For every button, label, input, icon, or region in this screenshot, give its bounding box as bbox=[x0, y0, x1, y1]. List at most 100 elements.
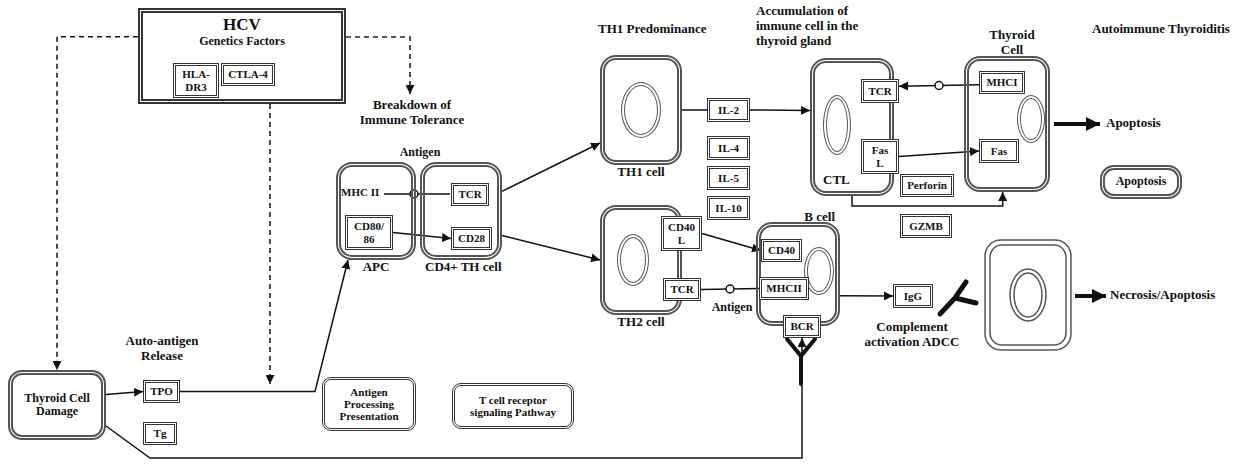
molecule-box: MHCI bbox=[979, 71, 1025, 94]
molecule-box: TCR bbox=[451, 183, 489, 206]
molecule-box: CD40 bbox=[761, 239, 802, 262]
cell-label: TH1 cell bbox=[605, 165, 677, 180]
molecule-box: CD40 L bbox=[661, 216, 702, 251]
immune-cell: B cellCD40MHCIIBCR bbox=[756, 222, 840, 326]
box-text: IL-4 bbox=[718, 142, 739, 154]
box-text: IgG bbox=[904, 290, 922, 302]
box-text: Apoptosis bbox=[1116, 175, 1167, 188]
molecule-box: TCR bbox=[663, 278, 701, 301]
cell-nucleus bbox=[1010, 269, 1046, 321]
box-text: TCR bbox=[868, 85, 891, 97]
box-text: Genetics Factors bbox=[199, 35, 285, 49]
gene-box: CTLA-4 bbox=[221, 63, 275, 86]
box-text: CD28 bbox=[458, 232, 485, 244]
box-text: T cell receptor signaling Pathway bbox=[458, 394, 568, 418]
connector-arrow bbox=[106, 392, 143, 395]
connector-arrow bbox=[180, 260, 348, 392]
box-text: Antigen Processing Presentation bbox=[328, 386, 410, 422]
box-text: CD80/ 86 bbox=[351, 220, 387, 244]
annotation-label: Antigen bbox=[394, 146, 446, 160]
box-text: Perforin bbox=[907, 179, 947, 191]
cytokine-box: IL-2 bbox=[707, 98, 750, 122]
molecule-box: BCR bbox=[783, 315, 821, 338]
molecule-box: GZMB bbox=[900, 214, 952, 238]
box-text: MHCI bbox=[986, 76, 1017, 88]
antigen-box: Tg bbox=[143, 422, 177, 445]
antibody-symbol bbox=[940, 282, 976, 314]
antigen-circle bbox=[726, 285, 734, 293]
connector-arrow bbox=[502, 236, 600, 261]
molecule-box: CD80/ 86 bbox=[345, 215, 393, 250]
box-text: TCR bbox=[670, 283, 693, 295]
box-text: HLA-DR3 bbox=[179, 68, 213, 92]
box-text: IL-2 bbox=[718, 104, 739, 116]
annotation-label: Complement activation ADCC bbox=[852, 320, 972, 350]
antibody-symbol bbox=[787, 339, 815, 384]
connector-arrow bbox=[750, 109, 810, 111]
molecule-box: Fas L bbox=[861, 139, 899, 174]
antigen-circle bbox=[935, 82, 943, 90]
gene-box: HLA-DR3 bbox=[173, 63, 219, 98]
dashed-influence-arrow bbox=[269, 104, 271, 384]
annotation-label: Antigen bbox=[706, 301, 758, 315]
cell-label: APC bbox=[341, 260, 411, 275]
outcome-box: Apoptosis bbox=[1100, 165, 1182, 199]
outcome-arrow bbox=[1054, 122, 1100, 126]
annotation-label: MHC II bbox=[341, 186, 379, 199]
annotation-label: Accumulation of immune cell in the thyro… bbox=[756, 4, 890, 49]
box-text: Fas bbox=[991, 145, 1008, 157]
box-text: MHCII bbox=[766, 282, 801, 294]
dashed-influence-arrow bbox=[346, 37, 410, 94]
annotation-label: Apoptosis bbox=[1106, 116, 1161, 131]
box-text: CD40 L bbox=[667, 221, 696, 245]
cytokine-box: IL-4 bbox=[707, 136, 750, 160]
target-thyroid-cell bbox=[990, 245, 1066, 345]
cell-label: TH2 cell bbox=[605, 315, 677, 330]
cell-label: B cell bbox=[804, 210, 835, 225]
connector-arrow bbox=[702, 234, 761, 251]
outcome-arrow bbox=[1075, 294, 1106, 298]
molecule-box: MHCII bbox=[759, 277, 809, 300]
annotation-label: Auto-antigen Release bbox=[112, 334, 212, 364]
cell-nucleus bbox=[823, 95, 851, 155]
molecule-box: Perforin bbox=[900, 174, 954, 197]
factor-box: HCVGenetics FactorsHLA-DR3CTLA-4 bbox=[138, 8, 346, 104]
pathway-box: Antigen Processing Presentation bbox=[322, 377, 416, 431]
annotation-label: TH1 Predominance bbox=[598, 22, 706, 37]
connector-arrow bbox=[502, 143, 600, 191]
cytokine-box: IL-10 bbox=[707, 196, 750, 220]
connector-arrow bbox=[57, 37, 138, 370]
box-text: Thyroid Cell Damage bbox=[16, 392, 98, 418]
immune-cell: TH1 cell bbox=[600, 55, 682, 165]
connector-arrow bbox=[682, 109, 707, 111]
immune-cell: CTL TCR Fas L bbox=[810, 58, 894, 196]
cell-label: CTL bbox=[823, 173, 850, 188]
cytokine-box: IL-5 bbox=[707, 166, 750, 190]
target-thyroid-cell bbox=[985, 240, 1071, 350]
immune-cell: APCCD80/ 86 bbox=[336, 162, 416, 260]
cell-nucleus bbox=[1017, 95, 1045, 143]
cell-label: Thyroid Cell bbox=[981, 28, 1043, 58]
molecule-box: TCR bbox=[861, 79, 899, 103]
cell-label: CD4+ TH cell bbox=[425, 260, 497, 275]
box-text: IL-10 bbox=[715, 202, 741, 214]
molecule-box: CD28 bbox=[451, 227, 492, 250]
box-text: TCR bbox=[458, 188, 481, 200]
connector-arrow bbox=[106, 338, 802, 458]
box-text: BCR bbox=[790, 320, 813, 332]
thyroid-cell: Thyroid CellMHCIFas bbox=[964, 56, 1050, 192]
cell-nucleus bbox=[1014, 273, 1042, 317]
box-text: TPO bbox=[150, 385, 173, 397]
box-text: Tg bbox=[154, 427, 167, 439]
box-text: Fas L bbox=[867, 144, 893, 168]
antibody-box: IgG bbox=[893, 284, 933, 308]
pathway-box: T cell receptor signaling Pathway bbox=[452, 383, 574, 429]
molecule-box: Fas bbox=[979, 139, 1019, 163]
cell-nucleus bbox=[621, 82, 661, 138]
box-text: CTLA-4 bbox=[228, 68, 268, 80]
antigen-box: TPO bbox=[143, 380, 180, 403]
annotation-label: Breakdown of Immune Tolerance bbox=[356, 98, 468, 128]
